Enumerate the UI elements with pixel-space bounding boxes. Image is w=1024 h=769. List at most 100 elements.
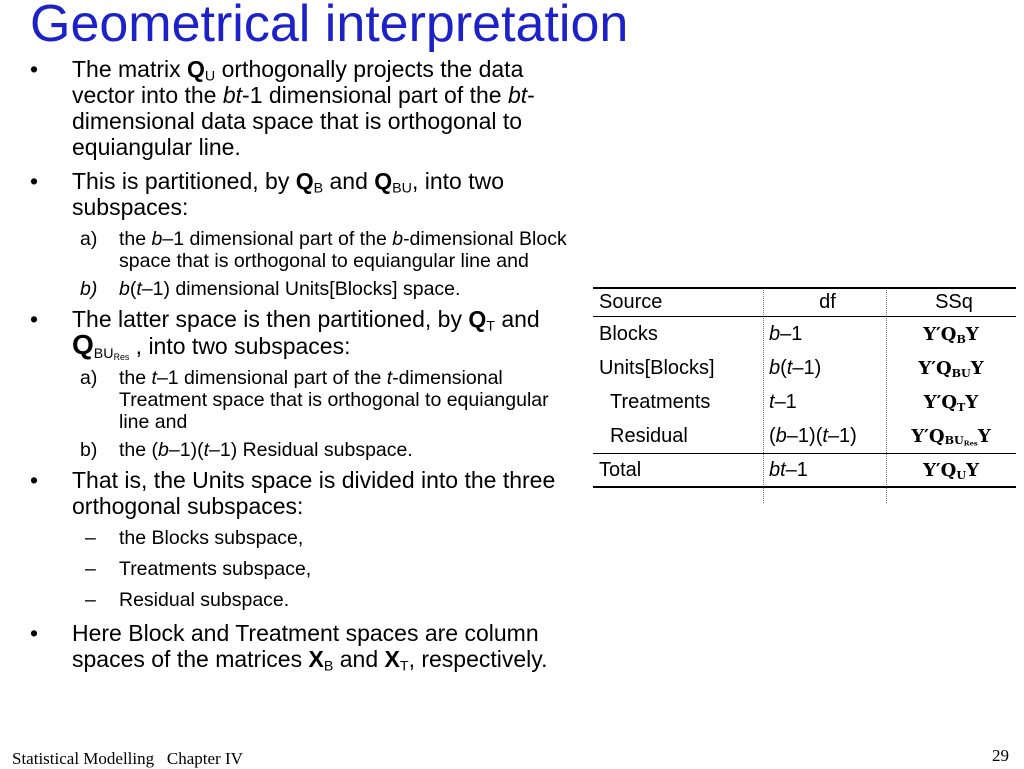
source-cell: Total xyxy=(593,453,763,488)
ssq-cell: Y′QTY xyxy=(886,385,1016,419)
subscript: BURes xyxy=(94,346,130,362)
variable: b xyxy=(769,356,781,379)
text: –1) Residual subspace. xyxy=(209,439,413,461)
variable: b xyxy=(392,228,404,250)
text: –1 xyxy=(780,322,803,345)
ssq-end: Y xyxy=(970,357,984,379)
header-source: Source xyxy=(593,287,763,317)
variable: t xyxy=(769,390,775,413)
ssq-end: Y xyxy=(977,425,991,447)
variable: t xyxy=(822,424,828,447)
sub-item-2b: b) b(t–1) dimensional Units[Blocks] spac… xyxy=(30,278,575,300)
text: Treatments subspace, xyxy=(119,558,312,580)
table-row: Units[Blocks] b(t–1) Y′QBUY xyxy=(593,351,1016,385)
bullet-2: • This is partitioned, by QB and QBU, in… xyxy=(30,168,575,220)
text: Residual subspace. xyxy=(119,589,290,611)
ssq-main: Y′Q xyxy=(923,459,957,481)
column-divider xyxy=(886,287,887,503)
ssq-end: Y xyxy=(965,391,979,413)
sub-marker: a) xyxy=(80,228,98,250)
text: –1) xyxy=(827,424,857,447)
text: -dimensional data space that is orthogon… xyxy=(72,82,535,160)
bullet-marker: • xyxy=(30,620,39,646)
header-ssq: SSq xyxy=(886,287,1016,317)
variable: t xyxy=(136,278,142,300)
text: -dimensional Treatment space that is ort… xyxy=(119,367,549,433)
df-cell: bt–1 xyxy=(763,453,886,488)
text: the xyxy=(119,367,152,389)
bullet-marker: • xyxy=(30,467,39,493)
subscript: U xyxy=(204,68,216,85)
df-cell: b(t–1) xyxy=(763,351,886,385)
bullet-3: • The latter space is then partitioned, … xyxy=(30,306,575,362)
text: –1 xyxy=(774,390,797,413)
text: ( xyxy=(780,356,787,379)
variable: bt xyxy=(507,82,528,108)
subscript: B xyxy=(313,180,324,197)
subscript: BU xyxy=(951,366,971,380)
ssq-main: Y′Q xyxy=(923,323,957,345)
text: This is partitioned, by xyxy=(72,168,296,194)
text: -dimensional Block space that is orthogo… xyxy=(119,228,567,272)
text: , into two subspaces: xyxy=(72,168,505,220)
subscript: T xyxy=(399,658,409,675)
text: ( xyxy=(129,278,137,300)
source-cell: Treatments xyxy=(610,390,711,413)
text: –1)( xyxy=(786,424,823,447)
slide-title: Geometrical interpretation xyxy=(30,0,629,53)
source-cell: Residual xyxy=(610,424,688,447)
subscript: U xyxy=(956,468,967,482)
matrix-symbol: Q xyxy=(187,56,205,82)
text: and xyxy=(323,168,375,194)
text: , respectively. xyxy=(408,646,548,672)
dash-item-1: – the Blocks subspace, xyxy=(30,527,575,549)
sub-subscript: Res xyxy=(113,351,130,362)
bullet-5: • Here Block and Treatment spaces are co… xyxy=(30,620,575,675)
text: , into two subspaces: xyxy=(129,333,351,359)
text: ( xyxy=(769,424,776,447)
variable: b xyxy=(158,439,169,461)
sub-marker: a) xyxy=(80,367,98,389)
sub-item-3a: a) the t–1 dimensional part of the t-dim… xyxy=(30,367,575,433)
ssq-cell: Y′QBUResY xyxy=(886,419,1016,454)
ssq-cell: Y′QUY xyxy=(886,453,1016,488)
table-row: Residual (b–1)(t–1) Y′QBUResY xyxy=(593,419,1016,454)
sub-item-2a: a) the b–1 dimensional part of the b-dim… xyxy=(30,228,575,272)
text: –1 dimensional part of the xyxy=(156,367,387,389)
text: –1 xyxy=(785,458,808,481)
anova-table: Source df SSq Blocks b–1 Y′QBY Units[Blo… xyxy=(593,287,1016,488)
ssq-end: Y xyxy=(966,459,979,481)
sub-marker: b) xyxy=(80,278,98,300)
footer-text: Statistical Modelling Chapter IV xyxy=(12,749,243,768)
matrix-symbol: X xyxy=(308,646,324,672)
matrix-symbol: Q xyxy=(295,168,314,194)
table-row-total: Total bt–1 Y′QUY xyxy=(593,453,1016,488)
matrix-symbol: Q xyxy=(374,168,393,194)
sub-marker: b) xyxy=(80,439,98,461)
table-row: Blocks b–1 Y′QBY xyxy=(593,317,1016,352)
df-cell: b–1 xyxy=(763,317,886,352)
variable: bt xyxy=(769,458,786,481)
text: the ( xyxy=(119,439,159,461)
text: –1) dimensional Units[Blocks] space. xyxy=(141,278,461,300)
bullet-marker: • xyxy=(30,168,39,194)
subscript: BURes xyxy=(945,434,978,447)
subscript: T xyxy=(957,400,966,414)
variable: t xyxy=(386,367,393,389)
subscript: B xyxy=(323,658,334,675)
text: Here Block and Treatment spaces are colu… xyxy=(72,620,539,672)
variable: b xyxy=(151,228,163,250)
header-df: df xyxy=(763,287,886,317)
text: the Blocks subspace, xyxy=(119,527,304,549)
ssq-end: Y xyxy=(965,323,979,345)
subscript: BU xyxy=(392,180,412,197)
bullet-1: • The matrix QU orthogonally projects th… xyxy=(30,56,575,160)
source-cell: Units[Blocks] xyxy=(599,356,715,379)
variable: t xyxy=(786,356,793,379)
matrix-symbol: Q xyxy=(72,329,94,360)
bullet-4: • That is, the Units space is divided in… xyxy=(30,467,575,519)
subscript-text: BU xyxy=(944,434,964,448)
subscript: T xyxy=(486,318,495,335)
text: the xyxy=(119,228,152,250)
header-row: Source df SSq xyxy=(593,287,1016,317)
